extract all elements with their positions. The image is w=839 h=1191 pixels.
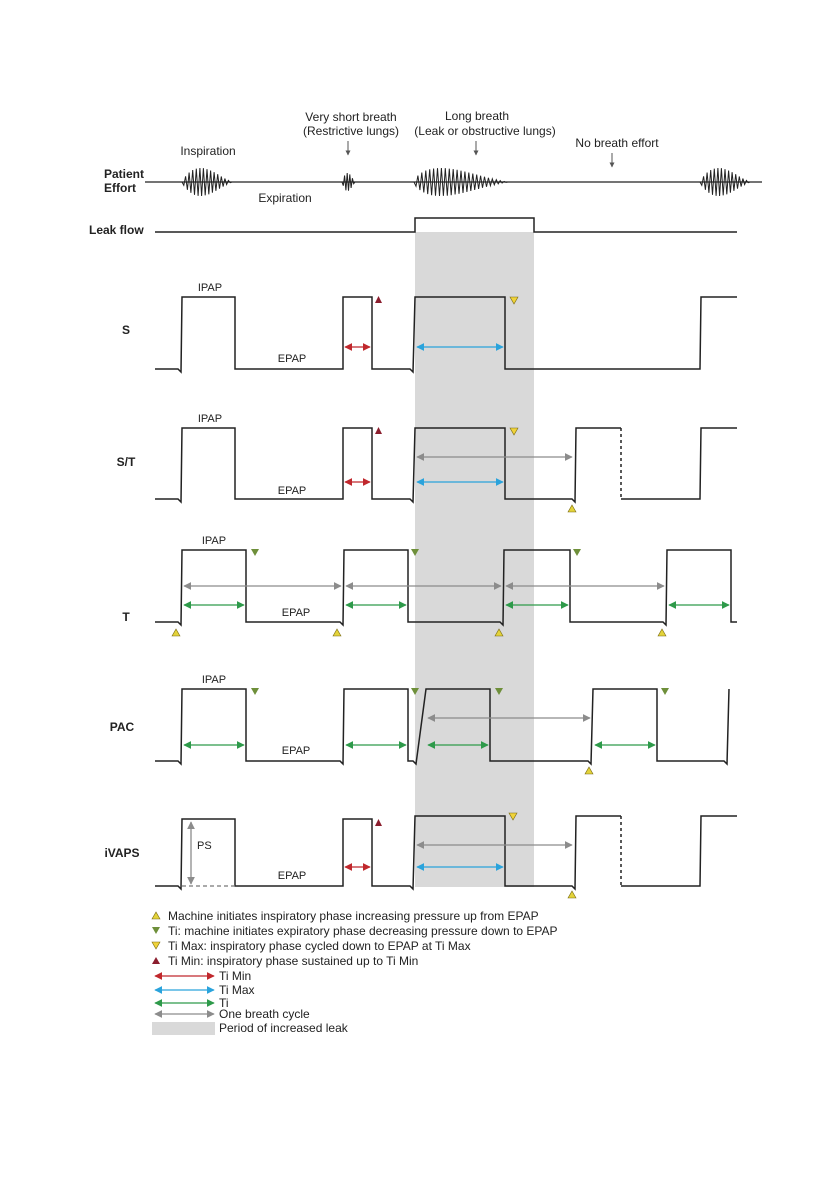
- pac-ti-marker-2: [411, 688, 419, 695]
- legend-text-machine-initiates: Machine initiates inspiratory phase incr…: [168, 909, 539, 923]
- legend-text-increased-leak: Period of increased leak: [219, 1021, 349, 1035]
- pac-ti-marker-3: [495, 688, 503, 695]
- legend-text-one-breath-cycle: One breath cycle: [219, 1007, 310, 1021]
- mode-label-pac: PAC: [110, 720, 135, 734]
- legend-icon-ti-max-cycle: [151, 941, 161, 950]
- patient-effort-burst-3: [413, 167, 509, 197]
- t-initiate-marker-3: [494, 628, 504, 637]
- t-initiate-marker-4: [657, 628, 667, 637]
- mode-label-ivaps: iVAPS: [104, 846, 139, 860]
- st-pressure-waveform: [155, 427, 621, 504]
- annotation-leak-or-obstructive: (Leak or obstructive lungs): [414, 124, 555, 138]
- s-ti-max-marker: [509, 296, 519, 305]
- patient-effort-burst-2: [341, 172, 356, 191]
- t-pressure-waveform: [155, 549, 737, 627]
- increased-leak-region: [415, 232, 534, 887]
- st-ti-min-marker: [375, 427, 382, 434]
- legend-icon-increased-leak: [152, 1022, 215, 1035]
- ivaps-ti-min-marker: [375, 819, 382, 826]
- st-ipap-label: IPAP: [198, 413, 222, 425]
- row-label-patient: Patient: [104, 167, 144, 181]
- ivaps-initiate-marker: [567, 890, 577, 899]
- t-ti-marker-3: [573, 549, 581, 556]
- ivaps-ps-label: PS: [197, 840, 212, 852]
- ivaps-pressure-waveform: [155, 815, 621, 891]
- pac-ti-marker-1: [251, 688, 259, 695]
- legend-icon-ti-expiratory: [152, 927, 160, 934]
- leak-flow-line: [155, 217, 737, 233]
- annotation-long-breath: Long breath: [445, 109, 509, 123]
- patient-effort-burst-1: [181, 167, 233, 197]
- s-epap-label: EPAP: [278, 353, 307, 365]
- st-ti-max-marker: [509, 427, 519, 436]
- row-label-effort: Effort: [104, 181, 136, 195]
- pac-epap-label: EPAP: [282, 745, 311, 757]
- s-ipap-label: IPAP: [198, 282, 222, 294]
- pac-ti-marker-4: [661, 688, 669, 695]
- annotation-expiration: Expiration: [258, 191, 311, 205]
- t-ti-marker-1: [251, 549, 259, 556]
- mode-label-s: S: [122, 323, 130, 337]
- patient-effort-burst-4: [699, 167, 751, 197]
- legend-text-ti-min-sustain: Ti Min: inspiratory phase sustained up t…: [168, 954, 418, 968]
- mode-label-st: S/T: [117, 455, 136, 469]
- mode-label-t: T: [122, 610, 130, 624]
- row-label-leak-flow: Leak flow: [89, 223, 144, 237]
- pac-initiate-marker: [584, 766, 594, 775]
- legend-text-ti: Ti: [219, 996, 229, 1010]
- legend-icon-machine-initiates: [151, 911, 161, 920]
- legend-text-ti-expiratory: Ti: machine initiates expiratory phase d…: [168, 924, 558, 938]
- t-initiate-marker-2: [332, 628, 342, 637]
- legend: Machine initiates inspiratory phase incr…: [151, 909, 558, 1035]
- annotation-no-breath-effort: No breath effort: [575, 136, 659, 150]
- annotation-inspiration: Inspiration: [180, 144, 235, 158]
- legend-icon-ti-min-sustain: [152, 957, 160, 964]
- ivaps-pressure-waveform-end: [621, 815, 737, 887]
- st-initiate-marker: [567, 504, 577, 513]
- annotation-very-short-breath: Very short breath: [305, 110, 396, 124]
- legend-text-ti-max-cycle: Ti Max: inspiratory phase cycled down to…: [168, 939, 471, 953]
- t-epap-label: EPAP: [282, 607, 311, 619]
- s-pressure-waveform: [155, 296, 737, 374]
- s-ti-min-marker: [375, 296, 382, 303]
- legend-text-ti-max: Ti Max: [219, 983, 255, 997]
- annotation-restrictive-lungs: (Restrictive lungs): [303, 124, 399, 138]
- legend-text-ti-min: Ti Min: [219, 969, 251, 983]
- t-ti-marker-2: [411, 549, 419, 556]
- pac-ipap-label: IPAP: [202, 674, 226, 686]
- pac-pressure-waveform: [155, 688, 730, 766]
- ivaps-epap-label: EPAP: [278, 870, 307, 882]
- st-epap-label: EPAP: [278, 485, 307, 497]
- t-initiate-marker-1: [171, 628, 181, 637]
- st-pressure-waveform-end: [621, 427, 737, 500]
- ivaps-ti-max-marker: [508, 812, 518, 821]
- t-ipap-label: IPAP: [202, 535, 226, 547]
